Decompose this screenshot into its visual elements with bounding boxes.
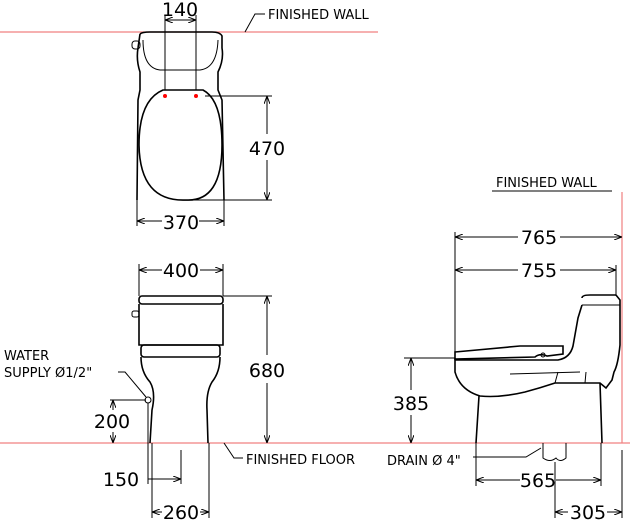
- flush-button: [131, 40, 141, 50]
- dim-305: 305: [570, 502, 606, 524]
- side-seat: [454, 345, 564, 360]
- dim-150: 150: [103, 469, 139, 491]
- dim-140: 140: [162, 0, 198, 21]
- side-view: FINISHED WALL 765 755 DRAIN Ø 4" 385: [387, 176, 623, 524]
- bolt-marker-left: [163, 94, 167, 98]
- water-supply-label-2: SUPPLY Ø1/2": [4, 366, 92, 381]
- dim-680: 680: [249, 360, 285, 382]
- dim-260: 260: [163, 502, 199, 524]
- finished-floor-label: FINISHED FLOOR: [246, 453, 355, 468]
- top-body-outline-right: [139, 31, 225, 201]
- water-supply-label-1: WATER: [4, 349, 49, 364]
- dim-765: 765: [521, 227, 557, 249]
- dim-385: 385: [393, 393, 429, 415]
- top-view: 140 FINISHED WALL 470 370: [131, 0, 370, 234]
- front-view: 400 680 WATER SUPPLY Ø1/2" 200 150 260 F…: [4, 260, 355, 524]
- finished-wall-label-side: FINISHED WALL: [496, 176, 598, 191]
- dim-565: 565: [520, 470, 556, 492]
- drain-label: DRAIN Ø 4": [387, 454, 461, 469]
- bolt-marker-right: [194, 94, 198, 98]
- dim-370: 370: [163, 212, 199, 234]
- dim-470: 470: [249, 138, 285, 160]
- seat-outline: [138, 89, 223, 201]
- side-body-outline: [454, 294, 621, 398]
- drain-pipe: [542, 443, 567, 461]
- tank-lid: [138, 295, 224, 305]
- finished-wall-label-top: FINISHED WALL: [268, 8, 370, 23]
- front-seat: [140, 344, 221, 358]
- dim-400: 400: [163, 260, 199, 282]
- dim-755: 755: [521, 260, 557, 282]
- dim-200: 200: [94, 411, 130, 433]
